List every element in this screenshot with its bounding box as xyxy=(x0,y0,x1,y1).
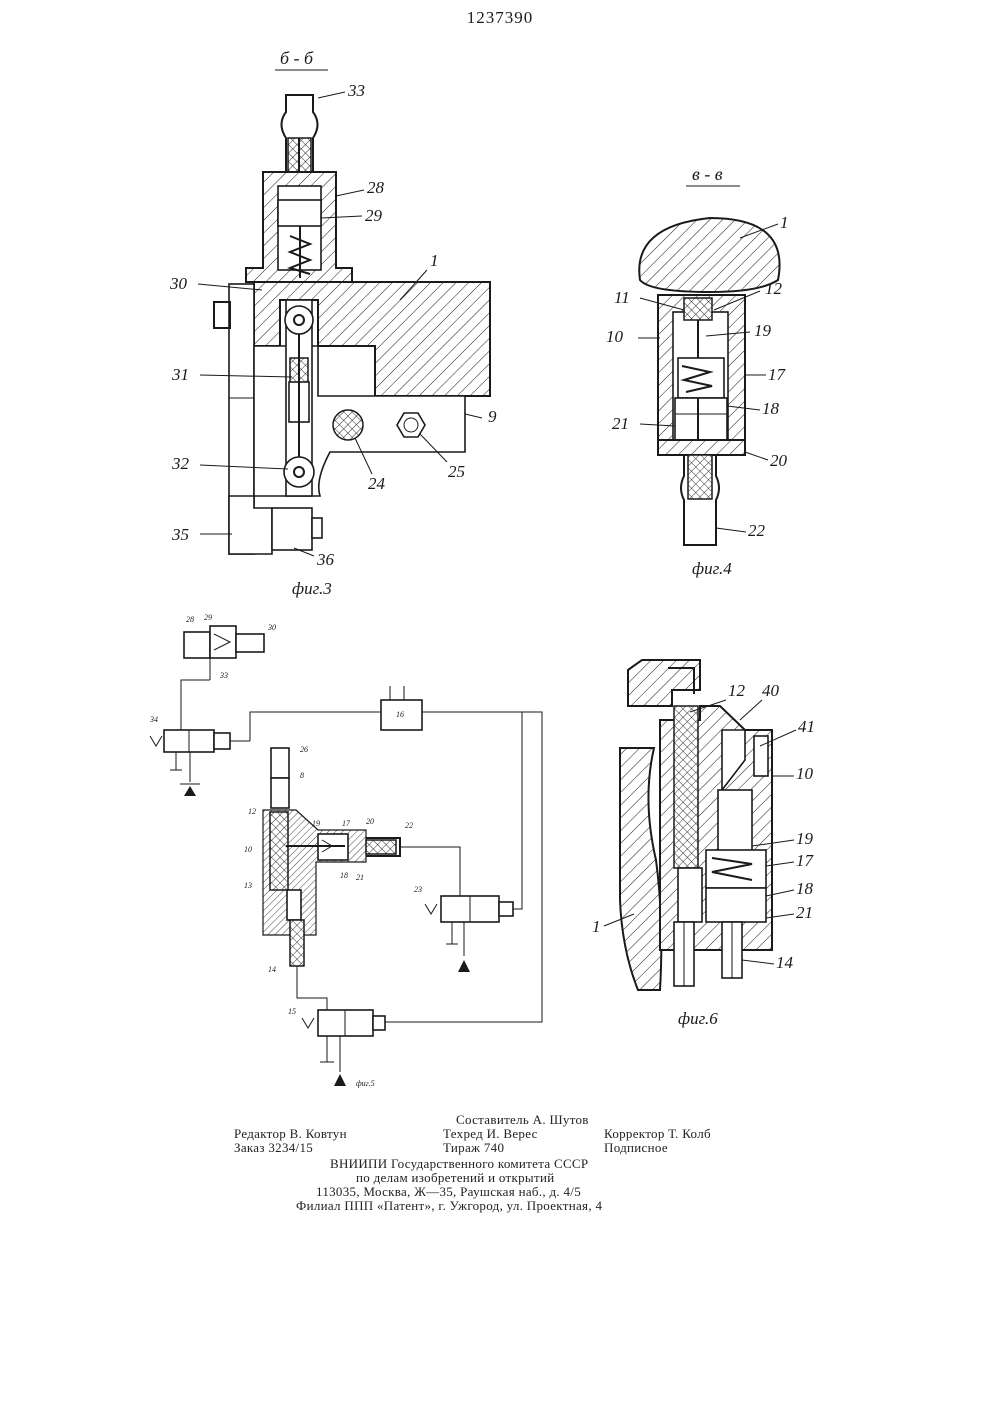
imprint-subscription: Подписное xyxy=(604,1140,668,1156)
imprint-order: Заказ 3234/15 xyxy=(234,1140,313,1156)
imprint-circulation: Тираж 740 xyxy=(443,1140,504,1156)
imprint-branch: Филиал ППП «Патент», г. Ужгород, ул. Про… xyxy=(296,1198,602,1214)
